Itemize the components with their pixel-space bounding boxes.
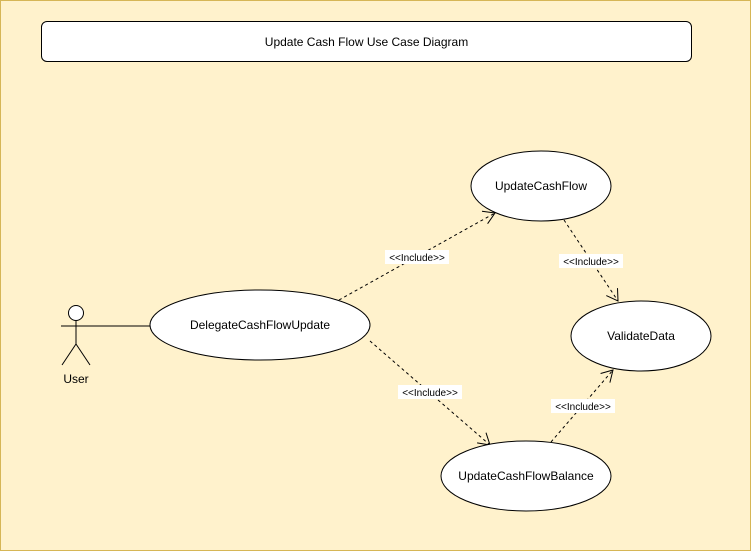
usecase-ellipse	[570, 300, 712, 372]
include-line	[550, 369, 614, 443]
include-update-validate: <<Include>>	[559, 219, 623, 302]
actor-left-leg	[61, 343, 77, 366]
usecase-ellipse	[149, 289, 371, 361]
include-label-bg	[551, 399, 615, 413]
usecase-ellipse	[470, 150, 612, 222]
usecase-label: UpdateCashFlowBalance	[458, 469, 594, 483]
include-balance-validate: <<Include>>	[550, 369, 615, 443]
include-label: <<Include>>	[555, 402, 611, 413]
diagram-title: Update Cash Flow Use Case Diagram	[41, 21, 692, 62]
actor-user: User	[61, 305, 91, 386]
usecase-ellipse	[440, 440, 612, 512]
include-label: <<Include>>	[402, 388, 458, 399]
include-label-bg	[559, 254, 623, 268]
usecase-validate-data[interactable]: ValidateData	[570, 300, 712, 372]
include-delegate-update: <<Include>>	[338, 210, 496, 301]
usecase-delegate-cash-flow-update[interactable]: DelegateCashFlowUpdate	[149, 289, 371, 361]
include-label: <<Include>>	[389, 253, 445, 264]
include-delegate-balance: <<Include>>	[369, 340, 491, 446]
diagram-title-text: Update Cash Flow Use Case Diagram	[264, 34, 469, 49]
include-label-bg	[385, 250, 449, 264]
actor-label: User	[63, 372, 88, 386]
include-arrowhead	[600, 369, 614, 383]
usecase-label: DelegateCashFlowUpdate	[190, 318, 330, 332]
actor-right-leg	[75, 343, 91, 366]
usecase-label: UpdateCashFlow	[495, 179, 587, 193]
include-arrowhead	[606, 288, 619, 302]
usecase-update-cash-flow-balance[interactable]: UpdateCashFlowBalance	[440, 440, 612, 512]
include-arrowhead	[481, 210, 496, 224]
usecase-label: ValidateData	[607, 329, 675, 343]
usecase-update-cash-flow[interactable]: UpdateCashFlow	[470, 150, 612, 222]
include-label: <<Include>>	[563, 257, 619, 268]
include-label-bg	[398, 385, 462, 399]
actor-head	[68, 305, 84, 321]
